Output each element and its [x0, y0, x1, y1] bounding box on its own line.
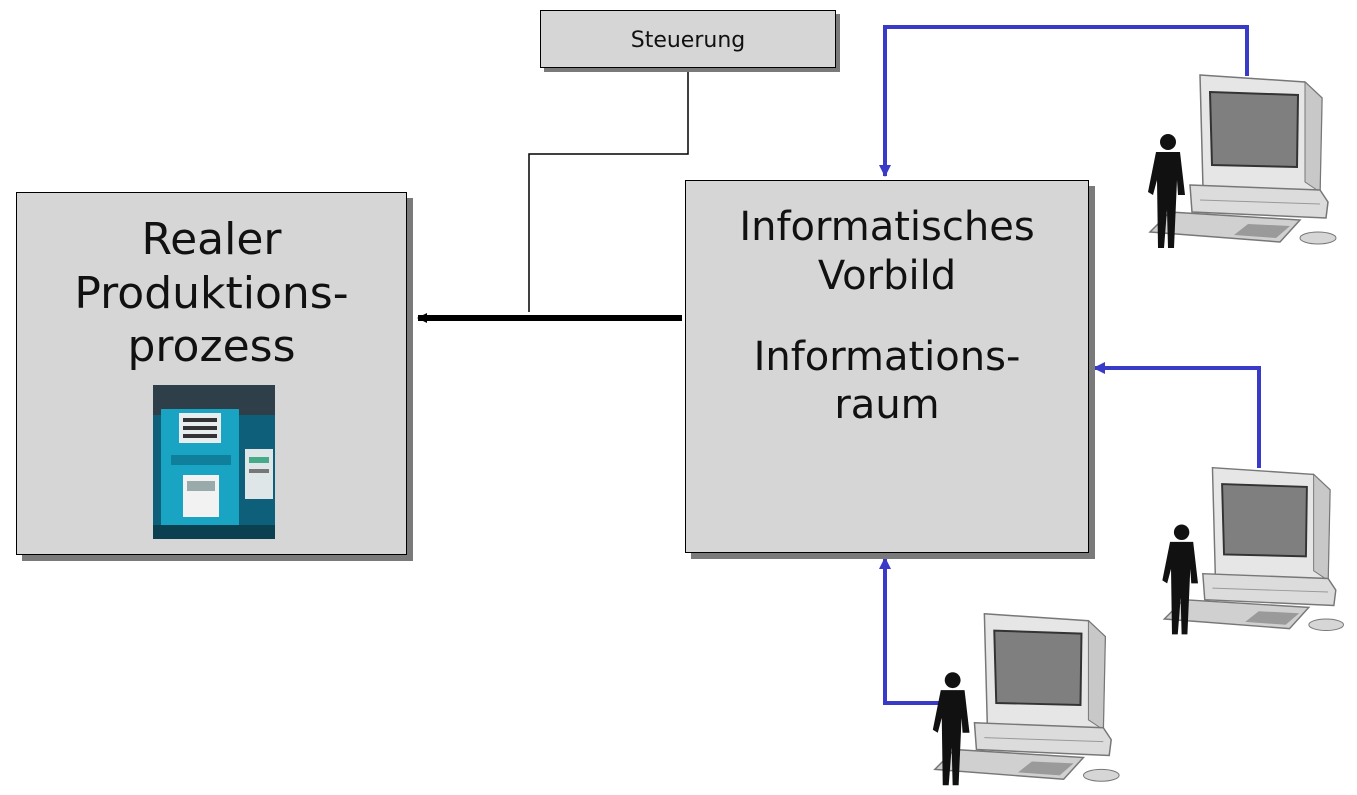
steuerung-connector [528, 68, 689, 312]
information-space-text: Informatisches Vorbild Informations- rau… [686, 203, 1088, 430]
blue-arrow-middle [1093, 362, 1261, 468]
user-at-computer-icon [932, 612, 1120, 786]
text-line-3 [686, 301, 1088, 333]
information-space-box: Informatisches Vorbild Informations- rau… [685, 180, 1089, 553]
title-line-2: Produktions- [74, 267, 349, 319]
blue-arrow-bottom [879, 557, 942, 705]
text-line-1: Informatisches [739, 204, 1035, 250]
industrial-press-photo-icon [153, 385, 275, 539]
title-line-3: prozess [127, 321, 296, 373]
steuerung-label: Steuerung [630, 28, 746, 53]
title-line-1: Realer [141, 214, 282, 265]
blue-arrow-top [879, 25, 1249, 177]
user-at-computer-icon [1162, 466, 1344, 635]
text-line-4: Informations- [753, 333, 1021, 380]
steuerung-box: Steuerung [540, 10, 836, 68]
text-line-2: Vorbild [817, 252, 957, 299]
production-process-title: Realer Produktions- prozess [17, 213, 406, 374]
production-process-box: Realer Produktions- prozess [16, 192, 407, 555]
user-at-computer-icon [1148, 74, 1337, 248]
text-line-5: raum [834, 382, 940, 429]
